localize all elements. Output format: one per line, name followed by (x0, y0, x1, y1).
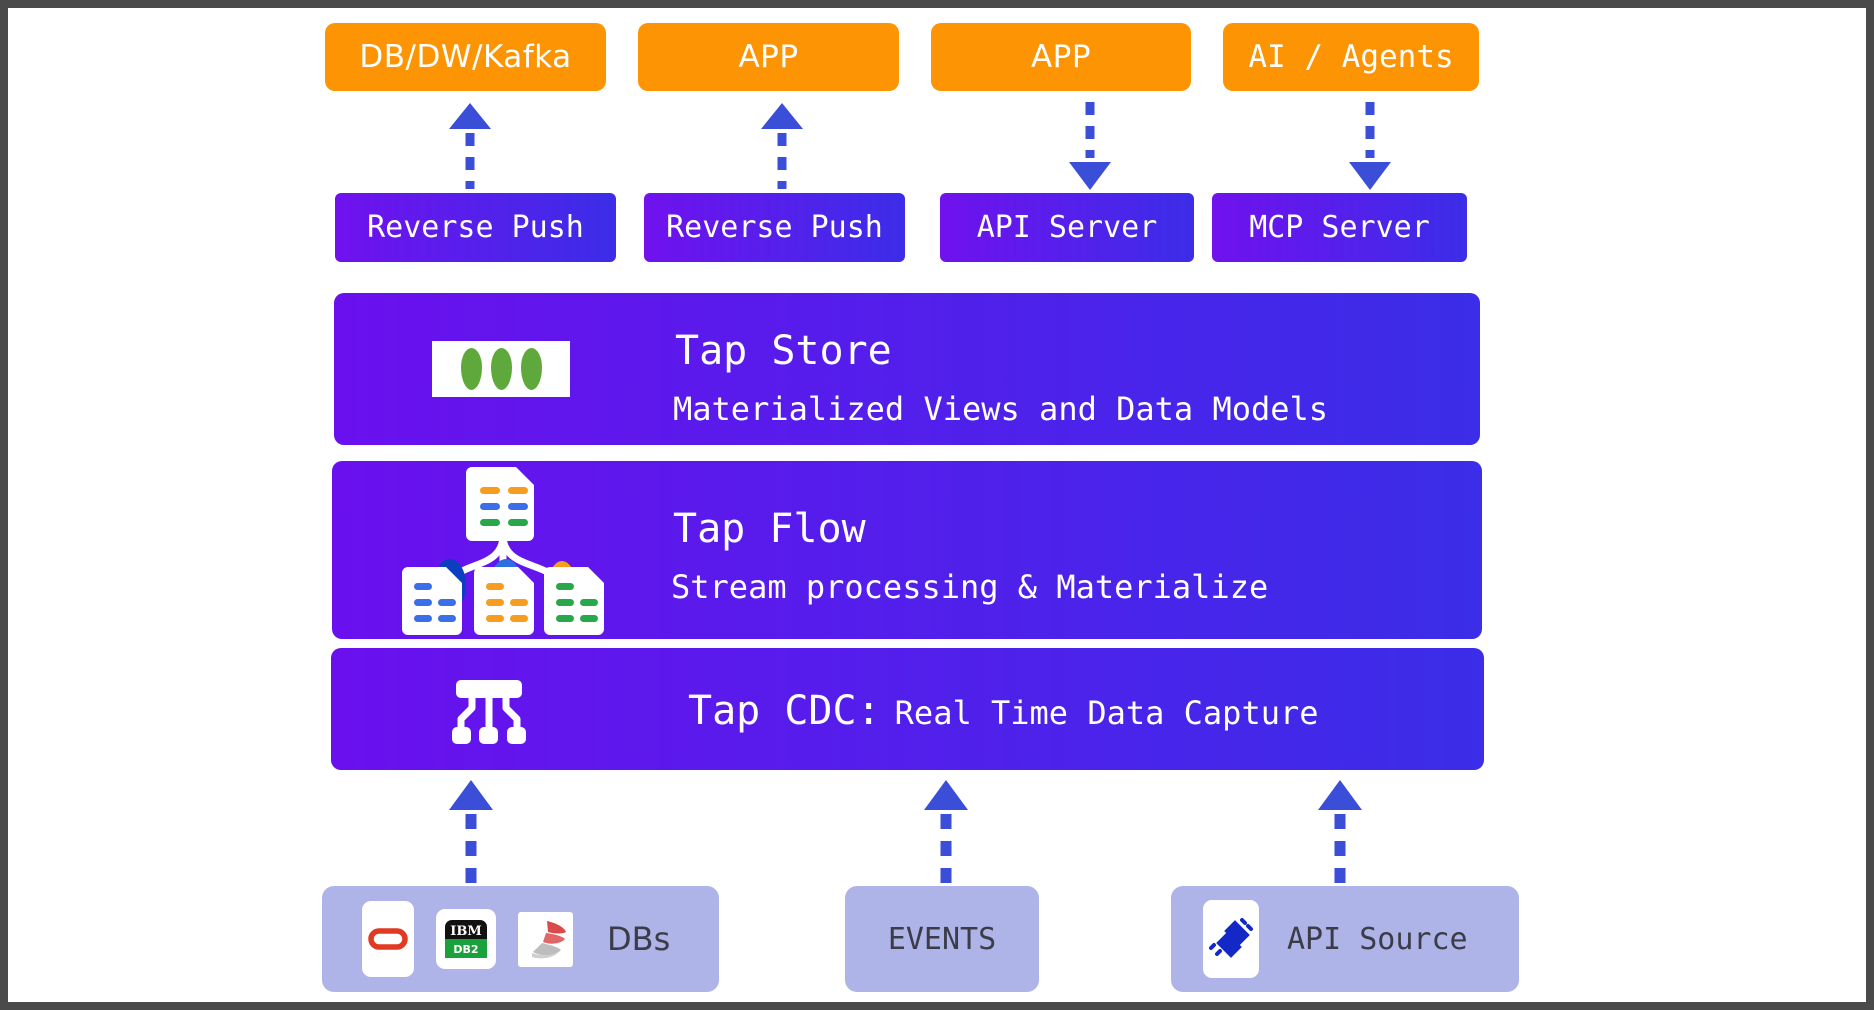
events-label: EVENTS (887, 921, 997, 957)
arrow-up-events-to-cdc (924, 780, 968, 884)
svg-text:IBM: IBM (450, 924, 481, 939)
server-box-api-server[interactable]: API Server (940, 193, 1194, 262)
server-box-reverse-push-2[interactable]: Reverse Push (644, 193, 905, 262)
ibm-db2-icon: IBM DB2 (436, 909, 496, 969)
tap-flow-title: Tap Flow (673, 506, 866, 552)
arrow-up-api-source-to-cdc (1318, 780, 1362, 884)
source-box-events[interactable]: EVENTS (845, 886, 1039, 992)
tap-store-subtitle: Materialized Views and Data Models (673, 390, 1329, 428)
server-label: API Server (976, 210, 1158, 245)
svg-text:DB2: DB2 (453, 943, 478, 956)
source-box-api-source[interactable]: API Source (1171, 886, 1519, 992)
tap-store-title: Tap Store (675, 328, 892, 374)
arrow-down-mcp-server (1349, 102, 1391, 190)
diagram-canvas: DB/DW/Kafka APP APP AI / Agents Reverse … (8, 8, 1866, 1002)
arrow-up-databases-to-cdc (449, 780, 493, 884)
oracle-icon (362, 901, 414, 977)
databases-label: DBs (607, 920, 671, 958)
consumer-box-app-2[interactable]: APP (931, 23, 1191, 91)
server-box-mcp-server[interactable]: MCP Server (1212, 193, 1467, 262)
cdc-distribution-icon (452, 680, 526, 744)
consumer-label: APP (1030, 39, 1092, 75)
leaf-shape (490, 348, 512, 390)
tap-cdc-text: Tap CDC: Real Time Data Capture (688, 688, 1319, 734)
band-tap-cdc[interactable] (331, 648, 1484, 770)
consumer-box-db-dw-kafka[interactable]: DB/DW/Kafka (325, 23, 606, 91)
consumer-label: APP (738, 39, 799, 75)
mongodb-leaves-icon (432, 341, 570, 397)
api-source-label: API Source (1287, 921, 1468, 957)
api-plug-icon (1203, 900, 1259, 978)
tap-cdc-title: Tap CDC: (688, 688, 881, 734)
arrow-up-reverse-push-1 (449, 103, 491, 189)
tap-cdc-subtitle: Real Time Data Capture (894, 694, 1319, 732)
arrow-up-reverse-push-2 (761, 103, 803, 189)
server-label: Reverse Push (666, 210, 883, 245)
source-box-databases[interactable]: IBM DB2 · · · DBs (322, 886, 719, 992)
consumer-label: DB/DW/Kafka (359, 39, 572, 75)
leaf-shape (520, 348, 542, 390)
tap-flow-subtitle: Stream processing & Materialize (671, 568, 1269, 606)
leaf-shape (460, 348, 482, 390)
arrow-down-api-server (1069, 102, 1111, 190)
data-pipeline-documents-icon (402, 467, 604, 635)
consumer-label: AI / Agents (1248, 39, 1454, 75)
consumer-box-app-1[interactable]: APP (638, 23, 899, 91)
server-label: Reverse Push (367, 210, 584, 245)
consumer-box-ai-agents[interactable]: AI / Agents (1223, 23, 1479, 91)
sql-server-icon (518, 911, 573, 967)
server-box-reverse-push-1[interactable]: Reverse Push (335, 193, 616, 262)
server-label: MCP Server (1249, 210, 1430, 245)
